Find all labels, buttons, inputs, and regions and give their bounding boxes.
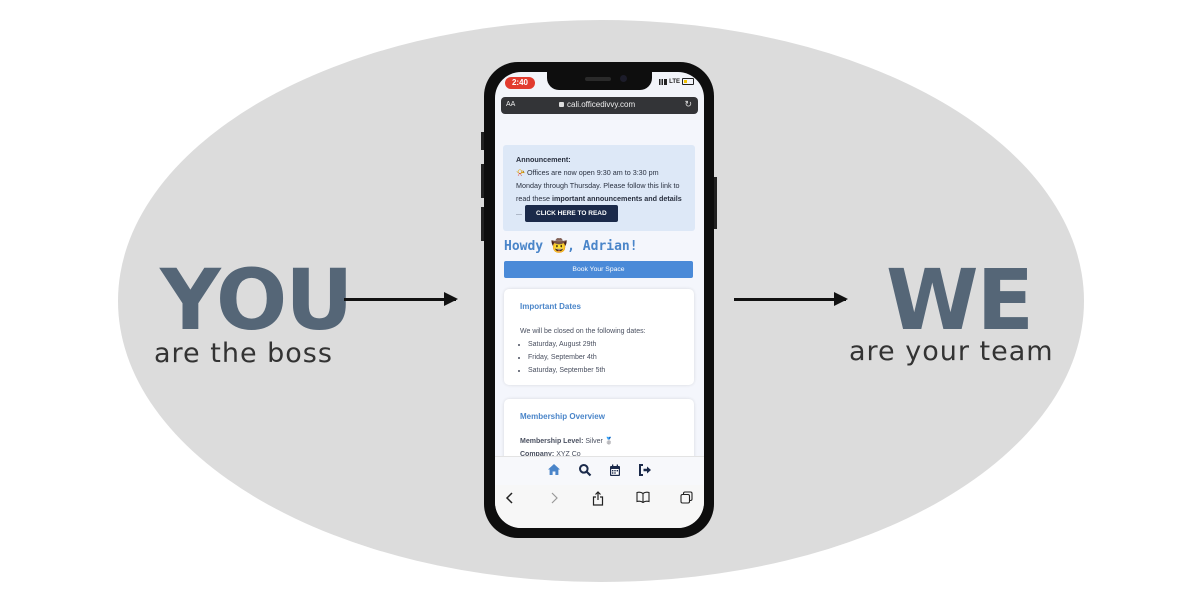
closure-date: Saturday, August 29th: [528, 338, 646, 351]
browser-toolbar: [495, 485, 704, 528]
closure-date: Friday, September 4th: [528, 351, 646, 364]
calendar-icon[interactable]: [608, 463, 622, 477]
bookmarks-icon[interactable]: [636, 491, 650, 507]
home-icon[interactable]: [547, 463, 561, 477]
we-subtitle: are your team: [849, 336, 1054, 367]
membership-level-row: Membership Level: Silver 🥈: [520, 435, 614, 448]
status-time: 2:40: [505, 77, 535, 89]
right-arrow-left: [344, 292, 458, 306]
important-dates-title: Important Dates: [520, 302, 581, 311]
url-text: cali.officedivvy.com: [559, 100, 635, 109]
announcement-body: 📯 Offices are now open 9:30 am to 3:30 p…: [516, 168, 680, 203]
announcement-title: Announcement:: [516, 155, 571, 164]
web-page: Announcement: 📯 Offices are now open 9:3…: [495, 120, 704, 469]
phone-notch: [547, 72, 652, 90]
membership-level-label: Membership Level:: [520, 438, 584, 445]
status-bar: 2:40 LTE: [495, 72, 704, 92]
you-headline: YOU: [160, 251, 353, 349]
announcement-ellipsis: ...: [516, 208, 522, 217]
reload-icon[interactable]: ↻: [684, 99, 692, 109]
volume-down-button: [481, 207, 484, 241]
closure-date: Saturday, September 5th: [528, 364, 646, 377]
you-subtitle: are the boss: [154, 338, 333, 369]
battery-icon: [682, 78, 694, 85]
address-bar[interactable]: AA cali.officedivvy.com ↻: [501, 97, 698, 114]
search-icon[interactable]: [578, 463, 592, 477]
app-bottom-nav: [495, 456, 704, 485]
back-icon[interactable]: [505, 491, 515, 509]
speaker-grille: [585, 77, 611, 81]
company-row: Company: XYZ Co: [520, 448, 614, 461]
power-button: [714, 177, 717, 229]
url-value: cali.officedivvy.com: [567, 100, 636, 109]
membership-level-value: Silver 🥈: [585, 438, 614, 445]
important-dates-card: Important Dates We will be closed on the…: [504, 289, 694, 385]
status-indicators: LTE: [659, 78, 694, 85]
volume-up-button: [481, 164, 484, 198]
click-here-to-read-button[interactable]: CLICK HERE TO READ: [525, 205, 618, 222]
phone-screen: 2:40 LTE AA cali.officedivvy.com ↻ Annou…: [495, 72, 704, 528]
text-size-button[interactable]: AA: [506, 101, 516, 108]
book-your-space-button[interactable]: Book Your Space: [504, 261, 693, 278]
sign-out-icon[interactable]: [638, 463, 652, 477]
greeting: Howdy 🤠, Adrian!: [504, 239, 638, 254]
lock-icon: [559, 102, 564, 108]
network-label: LTE: [669, 78, 680, 85]
silent-switch: [481, 132, 484, 150]
signal-icon: [659, 78, 668, 85]
forward-icon[interactable]: [549, 491, 559, 509]
company-value: XYZ Co: [556, 451, 581, 458]
share-icon[interactable]: [592, 491, 604, 510]
tabs-icon[interactable]: [680, 491, 693, 508]
closure-intro: We will be closed on the following dates…: [520, 328, 646, 335]
right-arrow-right: [734, 292, 848, 306]
membership-overview-title: Membership Overview: [520, 412, 605, 421]
company-label: Company:: [520, 451, 555, 458]
announcement-link[interactable]: important announcements and details: [551, 194, 682, 203]
we-headline: WE: [886, 251, 1034, 349]
front-camera: [620, 75, 627, 82]
announcement-box: Announcement: 📯 Offices are now open 9:3…: [503, 145, 695, 231]
